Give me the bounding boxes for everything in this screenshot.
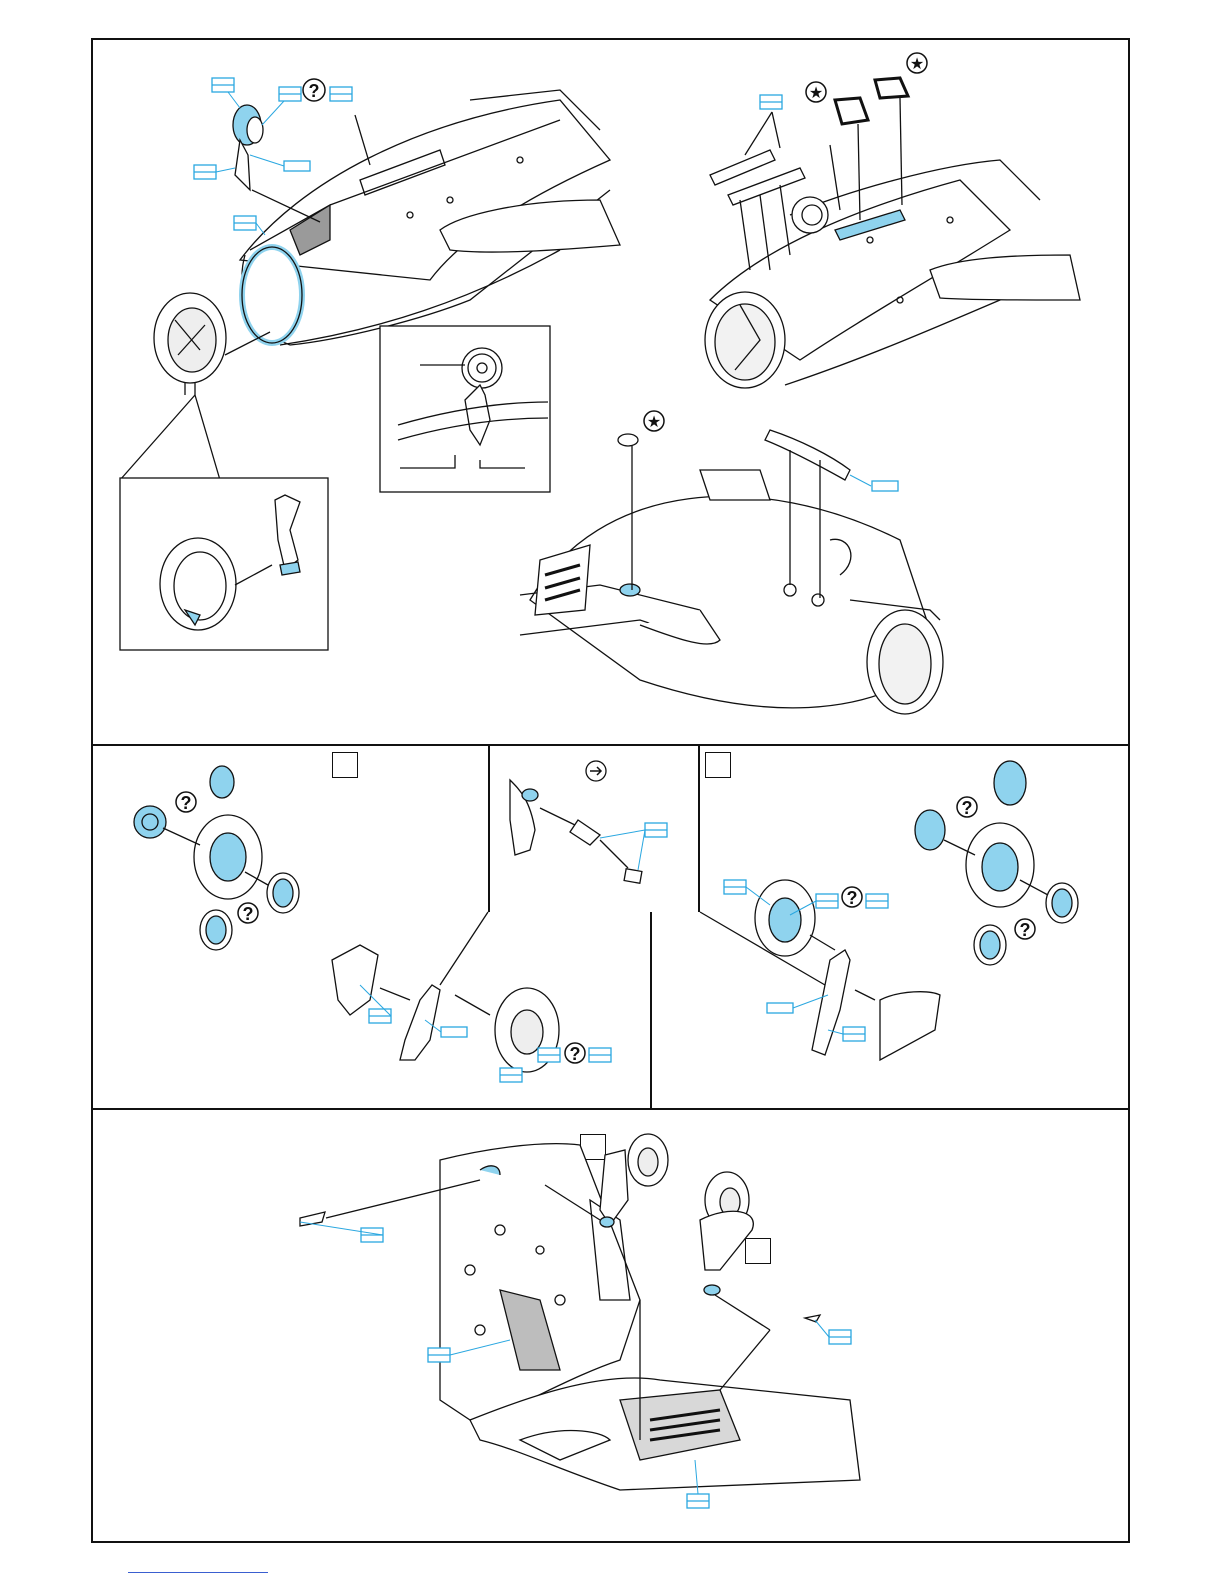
star-glyph: ★ (647, 414, 661, 431)
question-glyph: ? (243, 904, 254, 924)
wing-assembly (440, 1144, 860, 1490)
wheel-parts-right (915, 761, 1078, 965)
question-glyph: ? (962, 798, 973, 818)
detail-inset-tail-wheel (380, 326, 550, 492)
fuselage-center (520, 430, 943, 714)
question-glyph: ? (181, 793, 192, 813)
star-glyph: ★ (809, 85, 823, 102)
gear-leg-left (332, 912, 559, 1072)
question-glyph: ? (1020, 920, 1031, 940)
question-glyph: ? (570, 1044, 581, 1064)
gear-link-detail (510, 761, 642, 883)
wheel-parts-left (134, 766, 299, 950)
star-glyph: ★ (910, 56, 924, 73)
detail-inset-cowl (120, 478, 328, 650)
footer-link-underline[interactable] (128, 1572, 268, 1573)
question-glyph: ? (309, 81, 320, 101)
question-glyph: ? (847, 888, 858, 908)
arrow-circle-icon (590, 767, 601, 775)
fuselage-nose-right (705, 145, 1080, 388)
fuselage-nose-left (240, 90, 620, 345)
